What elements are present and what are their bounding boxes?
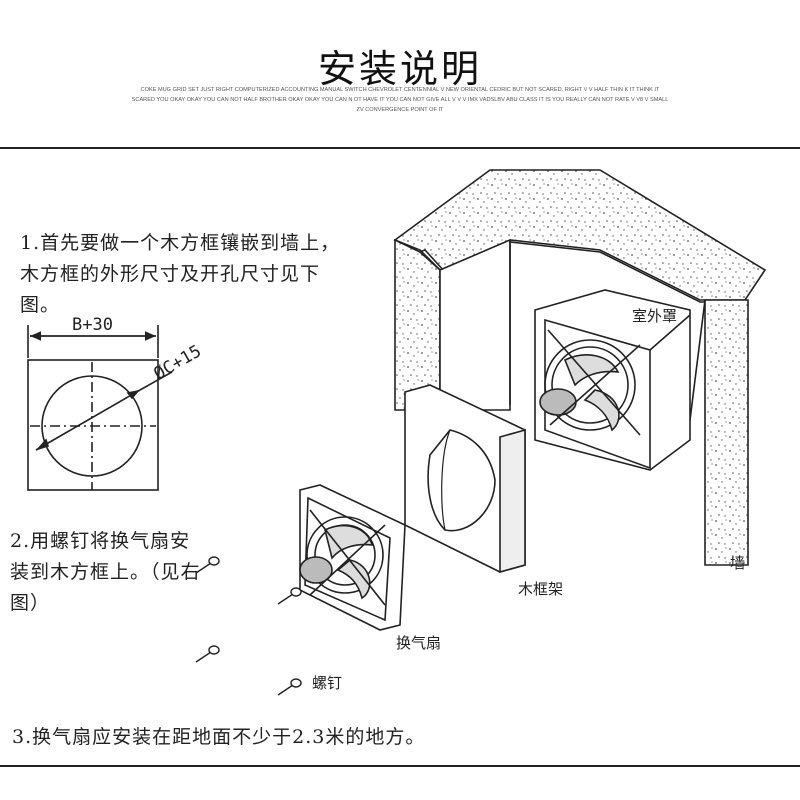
screw-1 (195, 556, 220, 574)
diameter-line (35, 389, 141, 451)
screw-2 (277, 587, 302, 605)
step-1-text: 1.首先要做一个木方框镶嵌到墙上，木方框的外形尺寸及开孔尺寸见下图。 (20, 232, 341, 316)
decorative-fine-print: COKE MUG GRID SET JUST RIGHT COMPUTERIZE… (131, 87, 669, 113)
wood-frame-label: 木框架 (518, 580, 564, 598)
screws (195, 556, 302, 696)
screw-3 (195, 645, 220, 663)
fan-unit (299, 484, 406, 631)
top-divider (0, 147, 800, 149)
width-dimension-label: B+30 (72, 315, 113, 335)
step-2-text: 2.用螺钉将换气扇安装到木方框上。（见右图） (10, 530, 201, 614)
bottom-divider (0, 765, 800, 767)
outdoor-cover (534, 289, 691, 471)
screw-label: 螺钉 (312, 674, 343, 692)
fan-label: 换气扇 (396, 634, 442, 652)
wall-label: 墙 (730, 554, 746, 572)
wood-frame-outline (27, 359, 159, 491)
outer-cover-label: 室外罩 (632, 307, 678, 325)
wall-section (393, 169, 767, 566)
step-3-text: 3.换气扇应安装在距地面不少于2.3米的地方。 (12, 726, 426, 748)
page-title: 安装说明 (317, 47, 482, 91)
wood-frame (404, 384, 526, 574)
screw-4 (277, 678, 302, 696)
frame-dimension-drawing (27, 325, 173, 491)
